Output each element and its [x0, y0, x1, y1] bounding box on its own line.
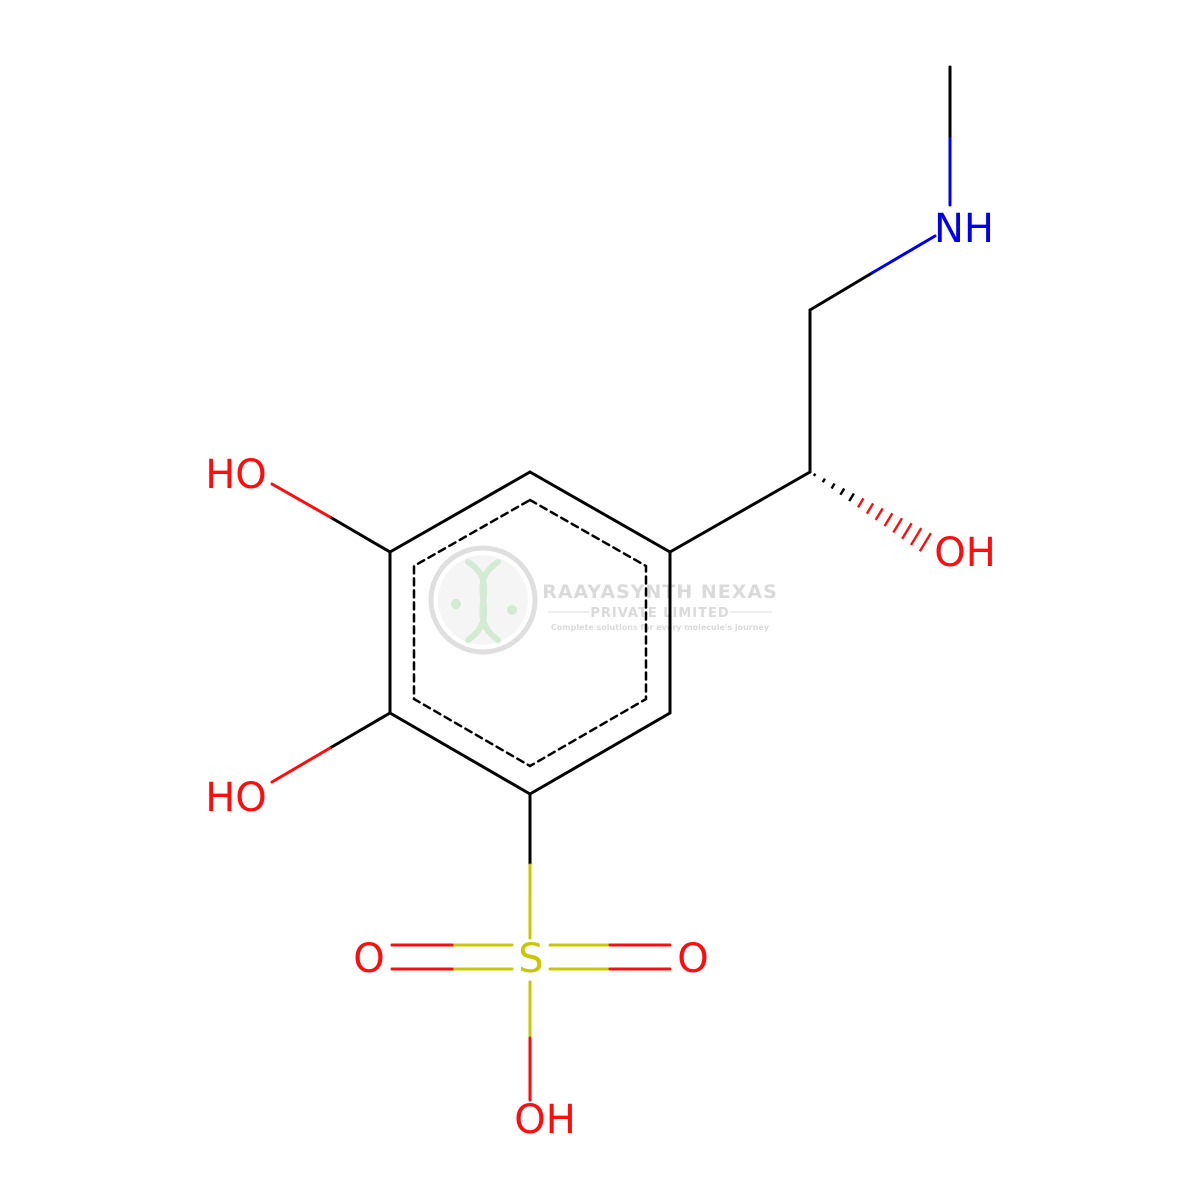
atom-label-hydroxyl: HO [205, 452, 267, 498]
hash-wedge-segment [874, 507, 884, 521]
ring-bond [388, 711, 532, 796]
aromatic-ring-dashed [412, 498, 648, 768]
bond-c-c [668, 470, 812, 554]
bond-c-o [270, 746, 332, 784]
hash-wedge-segment [883, 512, 894, 527]
bond-c-n [808, 271, 874, 312]
hash-wedge-segment [848, 492, 855, 502]
hash-wedge-segment [892, 517, 904, 534]
molecule-node-icon [451, 599, 461, 609]
ring-bond [388, 470, 532, 554]
watermark-subtitle: PRIVATE LIMITED [590, 606, 729, 621]
atom-label-hydroxyl: HO [205, 775, 267, 821]
atom-label-hydroxyl: OH [514, 1097, 576, 1143]
molecule-node-icon [507, 605, 517, 615]
hash-wedge-segment [857, 497, 865, 508]
dna-helix-icon [465, 559, 501, 643]
hash-wedge-segment [918, 532, 932, 552]
hash-wedge-segment [865, 502, 875, 515]
hash-wedge-segment [839, 487, 846, 496]
bond-c-o [328, 515, 392, 554]
hash-wedge-segment [812, 473, 817, 477]
ring-bond [528, 470, 672, 554]
bond-c-n [870, 234, 937, 275]
stereo-hashed-wedge-bond [812, 473, 932, 552]
hash-wedge-segment [901, 522, 913, 540]
hash-wedge-segment [910, 527, 923, 546]
atom-label-oxygen: O [677, 936, 708, 982]
atom-label-oxygen: O [353, 936, 384, 982]
ring-bond [528, 711, 672, 796]
bond-c-o [328, 711, 392, 750]
watermark-logo-ring [428, 545, 538, 655]
hash-wedge-segment [830, 482, 836, 490]
hash-wedge-segment [821, 477, 826, 483]
watermark-tagline: Complete solutions for every molecule's … [551, 623, 770, 632]
atom-label-amine: NH [934, 206, 994, 252]
bond-c-o [270, 482, 332, 519]
atom-label-hydroxyl: OH [934, 530, 996, 576]
company-watermark: RAAYASYNTH NEXAS PRIVATE LIMITED Complet… [428, 545, 778, 655]
atom-label-sulfur: S [518, 936, 543, 982]
watermark-company-name: RAAYASYNTH NEXAS [542, 581, 778, 603]
